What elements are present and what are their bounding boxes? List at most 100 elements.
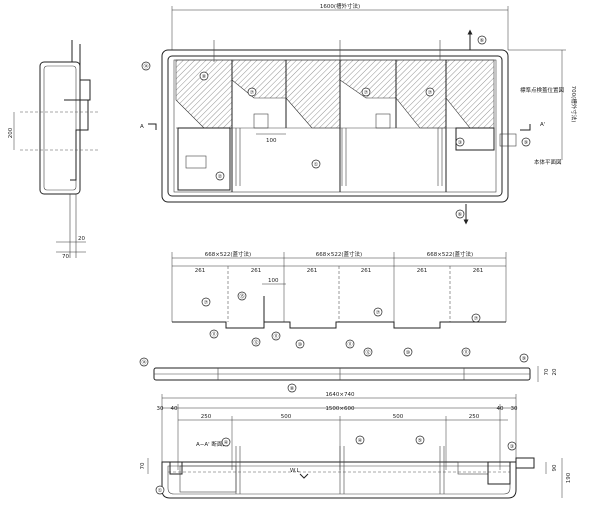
plan-outlet-pipe: [499, 133, 517, 147]
cover-span-3: 668×522(蓋寸法): [427, 250, 473, 258]
plan-bubble-6a: [477, 35, 487, 45]
plan-inner-wall: [167, 55, 503, 197]
plan-baffle-box-2: [375, 113, 391, 129]
section-tank-inner: [167, 465, 511, 495]
section-inlet-chamber: [179, 465, 237, 493]
section-bubble-5-text: ⑤: [418, 438, 422, 444]
plan-bubble-1-text: ①: [314, 162, 319, 168]
plan-hatch-5: [395, 59, 447, 129]
plan-outlet-box: [455, 127, 495, 151]
section-bubble-3: [507, 441, 517, 451]
plan-width-label: 1600(槽外寸法): [320, 2, 360, 10]
plan-bubble-2: [215, 171, 225, 181]
section-bubble-4b: [355, 435, 365, 445]
cover-bubble-11c: [345, 339, 355, 349]
cover-baffle-dim: 100: [268, 278, 279, 284]
section-label: A−A' 断面図: [196, 440, 228, 448]
bar-dim-20: 20: [552, 368, 558, 375]
side-body-outline: [39, 61, 81, 195]
plan-bubble-2-text: ②: [218, 174, 223, 180]
section-outlet-box: [487, 461, 511, 485]
plan-bubble-7b: [361, 87, 371, 97]
cover-profile: [172, 321, 506, 329]
cover-span-2: 668×522(蓋寸法): [316, 250, 362, 258]
bar-bubble-8: [287, 383, 297, 393]
section-bubble-1-text: ①: [158, 488, 163, 494]
plan-bubble-3: [455, 137, 465, 147]
section-overall-label: 1640×740: [325, 392, 355, 398]
bar-view: 70 20 ⑭ ⑨ ⑧: [139, 353, 558, 393]
plan-bubble-7b-text: ⑦: [364, 90, 369, 96]
cover-bubble-12b-text: ⑫: [365, 349, 370, 356]
cover-bubble-11b-text: ⑪: [273, 333, 278, 340]
bar-bubble-14-text: ⑭: [141, 359, 146, 366]
plan-depth-label: 700(槽外寸法): [570, 86, 578, 123]
bar-bubble-14: [139, 357, 149, 367]
cover-bubble-11c-text: ⑪: [347, 341, 352, 348]
cover-bubble-10a-text: ⑩: [298, 342, 303, 348]
bar-dim-70: 70: [544, 368, 550, 375]
section-view: 1640×740 1500×600 30 40 40 30 250 500 50…: [140, 392, 572, 499]
section-bubble-3-text: ③: [510, 444, 514, 450]
section-dim-90: 90: [552, 464, 558, 471]
plan-inlet-box: [177, 127, 231, 191]
bar-bubble-8-text: ⑧: [290, 386, 295, 392]
side-pipe: [71, 40, 91, 101]
section-dim-500-b: 500: [393, 414, 404, 420]
cover-bubble-7b: [373, 307, 383, 317]
plan-view: 1600(槽外寸法) 100 A A': [140, 2, 578, 225]
section-baffle-3: [439, 446, 445, 494]
plan-bubble-6a-text: ⑥: [480, 38, 485, 44]
cover-bubble-10b-text: ⑩: [406, 350, 411, 356]
side-view: 200 20 70: [8, 40, 100, 260]
cover-span-1: 668×522(蓋寸法): [205, 250, 251, 258]
plan-outer-wall: [161, 49, 509, 203]
plan-bubble-3-text: ③: [458, 140, 462, 146]
plan-section-a: A: [140, 124, 144, 130]
plan-standard-label: 標準点検蓋位置図: [520, 86, 565, 94]
side-outlet-pipe: [64, 99, 89, 181]
section-bubble-4a-text: ④: [224, 440, 229, 446]
cover-bubble-12a-text: ⑫: [253, 339, 258, 346]
cover-view: 668×522(蓋寸法) 668×522(蓋寸法) 668×522(蓋寸法) 2…: [171, 250, 507, 357]
section-inlet-pipe: [169, 461, 183, 475]
plan-bubble-8-text: ⑧: [202, 74, 207, 80]
plan-bubble-6b-text: ⑥: [458, 212, 463, 218]
plan-bubble-14-text: ⑭: [143, 63, 148, 70]
cover-bubble-12a: [251, 337, 261, 347]
plan-bubble-7a-text: ⑦: [250, 90, 255, 96]
plan-bubble-14: [141, 61, 151, 71]
section-dim-250-right: 250: [469, 414, 480, 420]
section-bubble-1: [155, 485, 165, 495]
cover-bubble-12b: [363, 347, 373, 357]
plan-plan-label: 本体平面図: [534, 158, 562, 166]
section-baffle-2: [339, 446, 345, 494]
section-dim-250-left: 250: [201, 414, 212, 420]
bar-ribs: [217, 368, 465, 380]
side-body-inner: [43, 65, 77, 191]
cover-bubble-10a: [295, 339, 305, 349]
plan-baffle-box: [253, 113, 269, 129]
cover-bubble-7b-text: ⑦: [376, 310, 381, 316]
plan-bubble-7c: [425, 87, 435, 97]
plan-hatch-2: [231, 59, 287, 99]
cover-bubble-10b: [403, 347, 413, 357]
plan-section-a-prime-mark: [520, 124, 531, 131]
section-outlet-pipe: [515, 457, 535, 469]
side-dim-200: 200: [8, 127, 14, 138]
plan-hatch-1: [175, 59, 233, 129]
section-bubble-4a: [221, 437, 231, 447]
bar-bubble-9-text: ⑨: [522, 356, 526, 362]
cover-bubble-15-text: ⑮: [239, 293, 244, 300]
section-baffle-1: [235, 446, 241, 494]
plan-section-a-mark: [148, 123, 157, 130]
cover-bubble-11a: [209, 329, 219, 339]
plan-bubble-7a: [247, 87, 257, 97]
cover-sub-1: 261: [195, 268, 206, 274]
section-ext-lines: [161, 394, 517, 470]
section-bubble-4b-text: ④: [358, 438, 363, 444]
cover-bubble-7a: [201, 297, 211, 307]
section-dim-30-right: 30: [511, 406, 518, 412]
plan-pipes: [235, 128, 443, 186]
